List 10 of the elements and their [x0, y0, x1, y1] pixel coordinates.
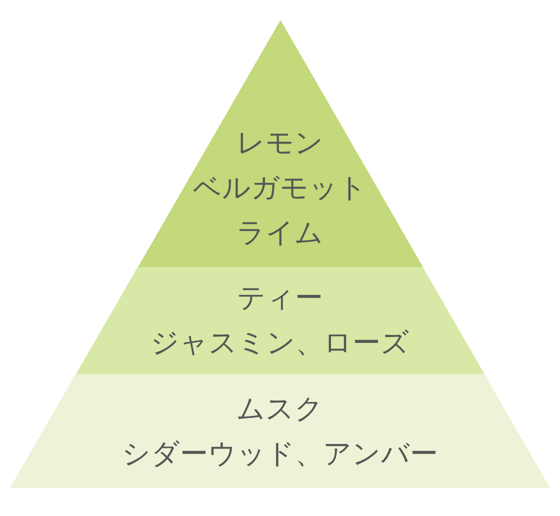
note-text: ジャスミン、ローズ — [150, 325, 410, 361]
note-text: ライム — [236, 215, 324, 251]
pyramid-top-section — [138, 20, 422, 267]
note-text: ムスク — [236, 391, 324, 427]
note-text: シダーウッド、アンバー — [122, 436, 438, 472]
note-text: ティー — [236, 280, 323, 316]
note-text: ベルガモット — [193, 170, 367, 206]
pyramid-band — [76, 267, 484, 374]
pyramid-band — [10, 374, 550, 488]
note-text: レモン — [236, 125, 324, 161]
